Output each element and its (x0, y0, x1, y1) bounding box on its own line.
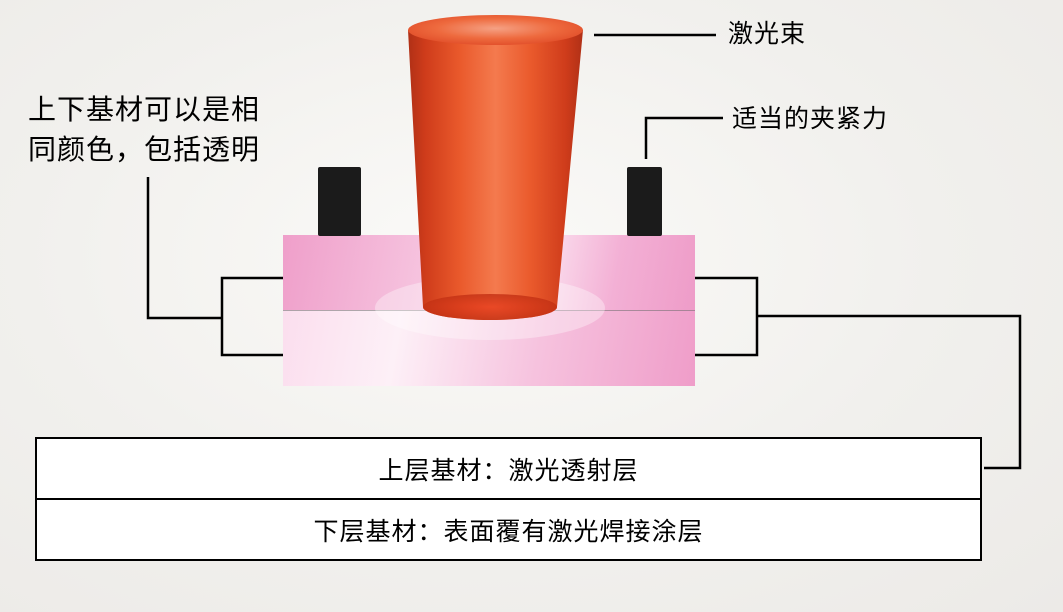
laser-beam-label: 激光束 (728, 20, 807, 48)
substrate-lower-layer (283, 310, 695, 386)
upper-substrate-box-label: 上层基材：激光透射层 (378, 456, 639, 485)
substrate-note-label: 上下基材可以是相同颜色，包括透明 (28, 94, 261, 165)
lower-substrate-box-label: 下层基材：表面覆有激光焊接涂层 (313, 517, 704, 546)
upper-substrate-box: 上层基材：激光透射层 (35, 437, 982, 500)
substrate-upper-layer (283, 235, 695, 310)
clamping-force-label: 适当的夹紧力 (732, 105, 889, 133)
lower-substrate-box: 下层基材：表面覆有激光焊接涂层 (35, 498, 982, 561)
clamp-left (318, 167, 361, 236)
substrate-block (283, 235, 695, 386)
laser-beam-top-cap (408, 15, 583, 45)
clamp-right (627, 167, 662, 236)
substrate-note-connector-line (146, 177, 283, 357)
clamping-force-connector-line (644, 116, 723, 159)
